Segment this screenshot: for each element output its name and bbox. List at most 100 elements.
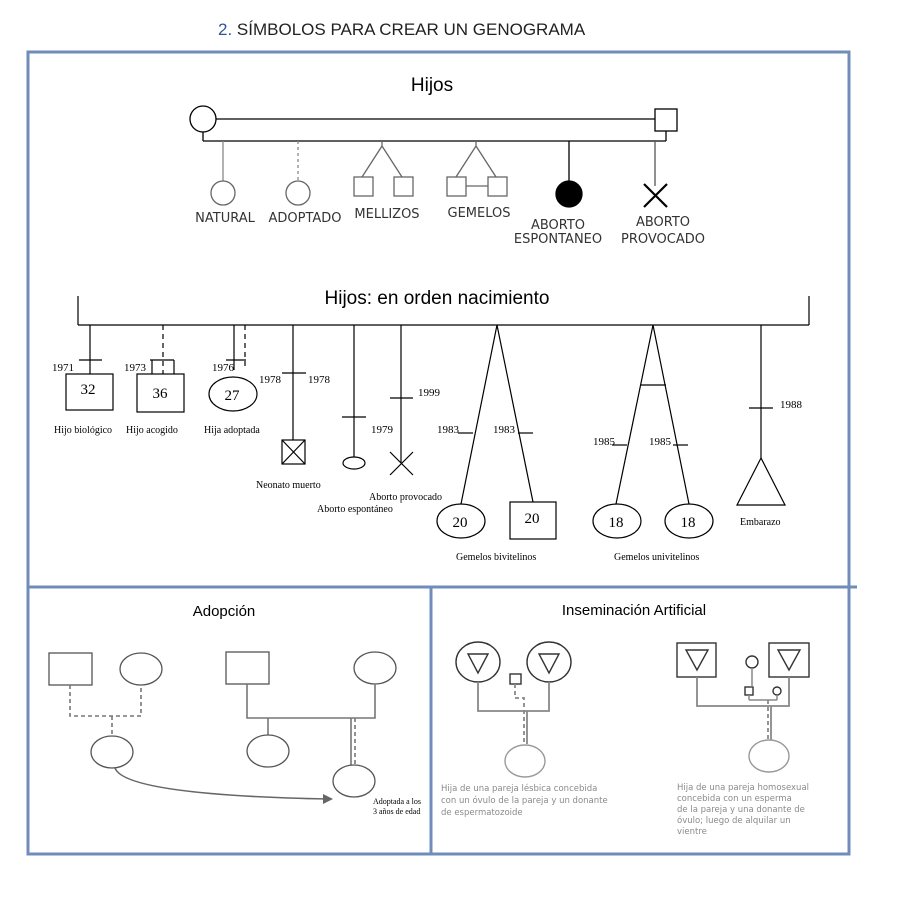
adop-child-1 [90, 735, 134, 769]
gemelo-1-square [446, 176, 467, 197]
ins-father-a-triangle [684, 649, 710, 672]
ins-right-child [748, 739, 790, 773]
ins-father-b [768, 642, 810, 678]
year-1985-b: 1985 [649, 436, 672, 448]
mellizo-1-square [353, 176, 374, 197]
year-1973: 1973 [124, 362, 147, 374]
ins-donor-square [509, 673, 522, 685]
inseminacion-right [676, 642, 810, 773]
ins-mother-b [526, 641, 572, 683]
univitelinos-link [615, 324, 690, 505]
adop-note-2: 3 años de edad [373, 807, 420, 816]
father-square [654, 108, 678, 132]
year-1983-a: 1983 [437, 424, 460, 436]
age-biologico: 32 [81, 382, 96, 398]
label-acogido: Hijo acogido [126, 425, 178, 436]
age-bivitelino-2: 20 [525, 511, 540, 527]
inseminacion-title: Inseminación Artificial [562, 602, 706, 619]
label-adoptada: Hija adoptada [204, 425, 260, 436]
embarazo-triangle [736, 456, 786, 506]
orden-ages: 32 36 27 20 20 18 18 [81, 382, 696, 531]
ins-father-a [676, 642, 717, 678]
year-1976: 1976 [212, 362, 235, 374]
inseminacion-left [455, 641, 572, 778]
adop-arrowhead [323, 794, 333, 804]
gemelo-2-square [487, 176, 508, 197]
year-1988: 1988 [780, 399, 803, 411]
year-1983-b: 1983 [493, 424, 516, 436]
hijos-title: Hijos [411, 75, 453, 96]
age-univitelino-2: 18 [681, 515, 696, 531]
aborto-esp-dot [555, 180, 583, 208]
year-1971: 1971 [52, 362, 74, 374]
frame-inseminacion [429, 585, 851, 856]
year-1978-b: 1978 [308, 374, 331, 386]
ins-surrogate-link [748, 695, 778, 701]
espontaneo-oval [342, 456, 366, 470]
ins-left-couple-link [477, 682, 550, 712]
ins-caption-left-1: Hija de una pareja lésbica concebida [441, 783, 597, 794]
label-aborto-esp-2: ESPONTANEO [514, 232, 602, 247]
adop-father-1 [48, 652, 93, 686]
ins-caption-right-1: Hija de una pareja homosexual [677, 783, 809, 793]
acogido-square [136, 373, 185, 413]
univitelino-1-circle [592, 503, 642, 539]
year-1978-a: 1978 [259, 374, 282, 386]
section-number: 2. [218, 20, 233, 39]
ins-mother-a [455, 641, 501, 683]
orden-title: Hijos: en orden nacimiento [325, 288, 550, 309]
ins-left-donor-link [514, 684, 525, 744]
neonato-cross [281, 439, 306, 465]
adop-mother-2 [353, 651, 397, 685]
label-gemelos: GEMELOS [448, 206, 511, 221]
label-aborto-prov-2: PROVOCADO [621, 232, 705, 247]
ins-surrogate-square [744, 686, 754, 696]
adoptada-circle [208, 376, 258, 412]
bivitelino-2-square [509, 501, 557, 540]
orden-labels: Hijo biológico Hijo acogido Hija adoptad… [54, 425, 781, 563]
year-1985-a: 1985 [593, 436, 616, 448]
adop-child-3 [332, 764, 376, 798]
label-aborto-esp-1: ABORTO [531, 218, 585, 233]
age-acogido: 36 [153, 386, 169, 402]
age-bivitelino-1: 20 [453, 515, 468, 531]
ins-caption-right-3: de la pareja y una donante de [677, 805, 805, 815]
ins-caption-right-2: concebida con un esperma [677, 794, 792, 804]
orden-lines [65, 296, 810, 540]
adop-child-2 [246, 734, 290, 768]
frame-hijos [26, 50, 851, 589]
adopcion-title: Adopción [193, 603, 256, 620]
ins-caption-left-2: con un óvulo de la pareja y un donante [441, 795, 608, 806]
label-espontaneo: Aborto espontáneo [317, 504, 393, 515]
mellizo-2-square [393, 176, 414, 197]
univitelino-2-circle [664, 503, 714, 539]
label-aborto-prov-1: ABORTO [636, 215, 690, 230]
adoptado-circle [285, 180, 311, 206]
label-neonato: Neonato muerto [256, 480, 321, 491]
provocado-cross [389, 451, 414, 476]
ins-captions: Hija de una pareja lésbica concebida con… [441, 783, 809, 837]
hijos-types [189, 105, 678, 208]
adop-note-1: Adoptada a los [373, 797, 421, 806]
adopcion-note: Adoptada a los 3 años de edad [373, 797, 421, 816]
mellizos-link [361, 141, 403, 178]
label-natural: NATURAL [195, 211, 255, 226]
year-1979: 1979 [371, 424, 394, 436]
ins-caption-right-5: vientre [677, 827, 707, 837]
year-1999: 1999 [418, 387, 441, 399]
ins-right-couple-link [696, 677, 790, 707]
gemelos-link [455, 141, 497, 178]
ins-caption-left-3: de espermatozoide [441, 808, 523, 818]
section-title: SÍMBOLOS PARA CREAR UN GENOGRAMA [236, 20, 586, 39]
adop-couple-link [246, 684, 376, 719]
ins-surrogate-circle [772, 686, 782, 696]
label-biologico: Hijo biológico [54, 425, 112, 436]
adop-transfer-arrow [114, 767, 328, 800]
aborto-prov-cross [643, 183, 668, 208]
ins-mother-b-triangle [537, 653, 561, 675]
adop-dashed-link [69, 685, 142, 740]
orden-years: 1971 1973 1976 1978 1978 1979 1999 1983 … [52, 362, 803, 448]
bivitelinos-link [460, 324, 534, 505]
adop-mother-1 [119, 652, 163, 686]
